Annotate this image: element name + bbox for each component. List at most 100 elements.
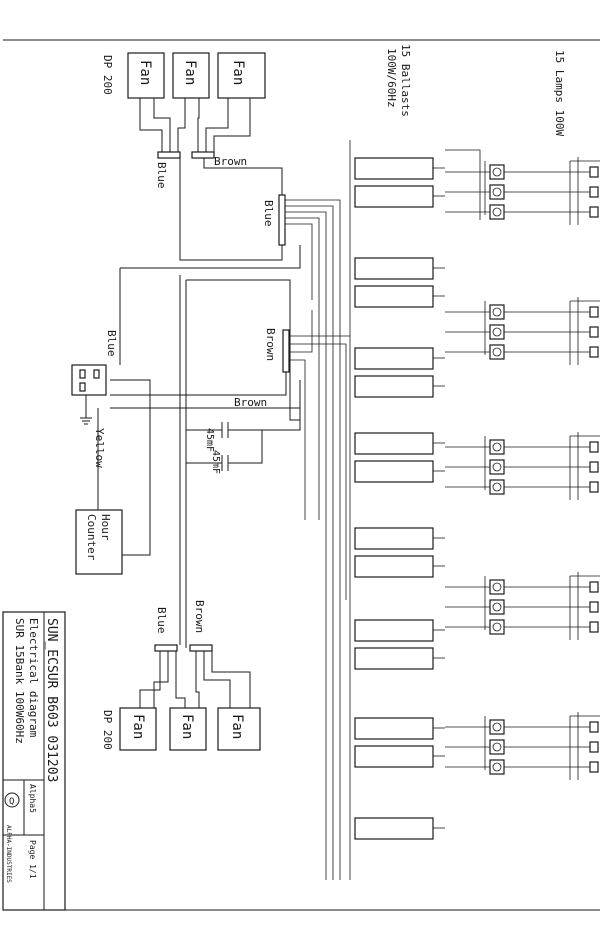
lamp-group-1 <box>445 157 600 225</box>
company-logo <box>4 792 20 808</box>
title-page: Page 1/1 <box>28 840 37 879</box>
lamp-end-7 <box>589 441 599 453</box>
ballast-bus-right-1 <box>445 149 481 220</box>
bus-brown <box>282 329 290 373</box>
lamp-end-11 <box>589 601 599 613</box>
ballast-14 <box>354 745 434 768</box>
ballast-3 <box>354 257 434 280</box>
company-name: ALPHA-INDUSTRIES <box>5 825 12 883</box>
ballast-1 <box>354 157 434 180</box>
lamp-11 <box>492 602 502 612</box>
plug-body <box>71 364 107 396</box>
fan-bottom-1 <box>119 707 157 751</box>
ballast-11 <box>354 619 434 642</box>
lamp-12 <box>492 622 502 632</box>
fan-top-3 <box>217 52 266 99</box>
title-model: SUR 15Bank 100W60Hz <box>13 618 26 744</box>
label-brown-plug: Brown <box>234 396 267 409</box>
lamp-10 <box>492 582 502 592</box>
terminal-blue-top <box>157 151 181 159</box>
title-rev: Alpha5 <box>28 784 37 813</box>
lamp-group-4 <box>445 572 600 640</box>
fan-group-top: Fan Fan Fan DP 200 Blue Brown <box>101 52 266 189</box>
fan-group-bottom: Blue Brown Fan Fan Fan DP 200 <box>101 600 261 751</box>
lamp-9 <box>492 482 502 492</box>
lamp-end-15 <box>589 761 599 773</box>
label-brown-top: Brown <box>214 155 247 168</box>
lamp-4 <box>492 307 502 317</box>
label-lamps: 15 Lamps 100W <box>553 50 566 136</box>
fan-bottom-3 <box>217 707 261 751</box>
ballast-7 <box>354 432 434 455</box>
lamp-group-5 <box>445 712 600 780</box>
lamp-2 <box>492 187 502 197</box>
fan-top-1-label: Fan <box>137 60 153 85</box>
dp-top-label: DP 200 <box>101 55 114 95</box>
lamp-end-1 <box>589 166 599 178</box>
label-ballasts-spec: 100W/60Hz <box>385 48 398 108</box>
lamp-end-14 <box>589 741 599 753</box>
lamp-socket-4 <box>489 304 505 320</box>
title-diagram: Electrical diagram <box>27 618 40 738</box>
lamp-end-13 <box>589 721 599 733</box>
ballast-4 <box>354 285 434 308</box>
lamp-column <box>445 157 600 780</box>
lamp-14 <box>492 742 502 752</box>
dp-bottom-label: DP 200 <box>101 710 114 750</box>
lamp-end-9 <box>589 481 599 493</box>
label-blue-plug: Blue <box>105 330 118 357</box>
power-plug: Blue Brown Yellow <box>71 330 267 468</box>
lamp-end-12 <box>589 621 599 633</box>
lamp-group-3 <box>445 432 600 500</box>
lamp-socket-6 <box>489 344 505 360</box>
company-logo-text: Q <box>9 797 14 807</box>
title-block: SUN_ECSUR B603 031203 Electrical diagram… <box>2 611 66 911</box>
label-ballasts: 15 Ballasts <box>399 44 412 117</box>
lamp-socket-15 <box>489 759 505 775</box>
hour-counter-box <box>75 509 123 575</box>
label-blue-bus: Blue <box>262 200 275 227</box>
lamp-socket-14 <box>489 739 505 755</box>
fan-top-1 <box>127 52 165 99</box>
lamp-13 <box>492 722 502 732</box>
label-cap-1: 45mF <box>204 428 215 452</box>
lamp-socket-3 <box>489 204 505 220</box>
terminal-brown-top <box>191 151 215 159</box>
ballast-12 <box>354 647 434 670</box>
lamp-end-6 <box>589 346 599 358</box>
lamp-6 <box>492 347 502 357</box>
label-blue-top: Blue <box>155 162 168 189</box>
lamp-socket-9 <box>489 479 505 495</box>
lamp-15 <box>492 762 502 772</box>
terminal-brown-bottom <box>189 644 213 652</box>
ballast-2 <box>354 185 434 208</box>
label-yellow: Yellow <box>93 428 106 468</box>
ballast-6 <box>354 375 434 398</box>
lamp-socket-11 <box>489 599 505 615</box>
lamp-group-2 <box>445 297 600 365</box>
lamp-socket-8 <box>489 459 505 475</box>
ballast-15 <box>354 817 434 840</box>
ballast-10 <box>354 555 434 578</box>
hour-counter-label-1: Hour <box>99 514 112 541</box>
terminal-blue-bottom <box>154 644 178 652</box>
capacitors: 45mF 45mF <box>186 408 301 474</box>
label-brown-bottom: Brown <box>193 600 206 633</box>
label-brown-bus: Brown <box>264 328 277 361</box>
ballast-9 <box>354 527 434 550</box>
lamp-3 <box>492 207 502 217</box>
ballast-column <box>349 140 481 880</box>
lamp-socket-13 <box>489 719 505 735</box>
lamp-socket-7 <box>489 439 505 455</box>
ballast-8 <box>354 460 434 483</box>
lamp-socket-10 <box>489 579 505 595</box>
lamp-1 <box>492 167 502 177</box>
lamp-socket-5 <box>489 324 505 340</box>
fan-bottom-2 <box>169 707 207 751</box>
lamp-socket-12 <box>489 619 505 635</box>
fan-bottom-1-label: Fan <box>130 714 146 739</box>
lamp-end-8 <box>589 461 599 473</box>
hour-counter-label-2: Counter <box>85 514 98 561</box>
fan-top-2 <box>172 52 210 99</box>
